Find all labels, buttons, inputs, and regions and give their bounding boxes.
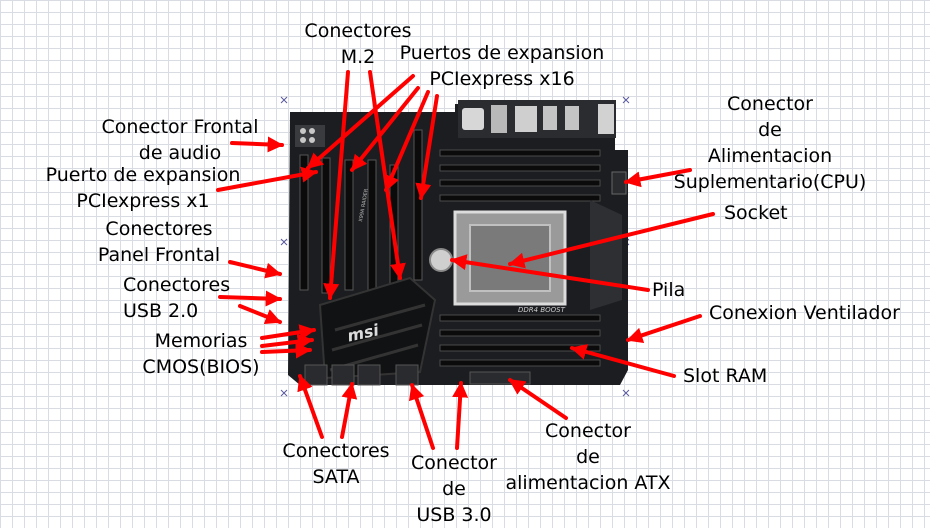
label-m2-line2: M.2 [340, 46, 376, 68]
label-cpu-power-line2: de [758, 119, 782, 141]
label-atx-line2: de [576, 446, 600, 468]
label-ram-line1: Slot RAM [683, 365, 768, 387]
label-usb3: Conector de USB 3.0 [400, 450, 508, 528]
label-pcie1-line2: PCIexpress x1 [76, 190, 210, 212]
arrow-sata-2 [340, 382, 358, 439]
label-usb3-line1: Conector [411, 452, 497, 474]
label-audio-line1: Conector Frontal [101, 116, 259, 138]
arrow-cmos-2 [260, 333, 314, 350]
arrow-cpu-power [624, 168, 692, 188]
label-pcie1-line1: Puerto de expansion [45, 164, 241, 186]
atx-power-connector [469, 371, 531, 385]
label-fan-line1: Conexion Ventilador [709, 302, 900, 324]
label-socket: Socket [724, 200, 788, 226]
arrow-pcie1 [216, 166, 318, 192]
arrow-m2-1 [323, 70, 350, 300]
label-sata-line1: Conectores [282, 440, 390, 462]
label-panel: Conectores Panel Frontal [86, 216, 232, 268]
label-cpu-power-line4: Suplementario(CPU) [673, 171, 867, 193]
arrow-panel [228, 260, 282, 279]
label-cmos-line1: Memorias [154, 330, 248, 352]
label-fan: Conexion Ventilador [709, 300, 900, 326]
arrow-usb2-1 [218, 290, 282, 307]
label-pcie16-line2: PCIexpress x16 [429, 68, 575, 90]
cmos-battery [429, 248, 453, 272]
arrow-cmos-1 [260, 324, 316, 341]
label-usb3-line2: de [442, 478, 466, 500]
label-cpu-power-line3: Alimentacion [707, 145, 833, 167]
label-pila-line1: Pila [652, 279, 686, 301]
pcie-slot [299, 154, 309, 291]
label-pcie16: Puertos de expansion PCIexpress x16 [386, 40, 618, 92]
arrow-ram [570, 344, 676, 378]
sata-connectors [304, 364, 419, 386]
pcie-slot [413, 129, 423, 281]
label-ram: Slot RAM [683, 363, 767, 389]
label-m2: Conectores M.2 [292, 18, 424, 70]
label-atx: Conector de alimentacion ATX [490, 418, 686, 496]
arrow-atx [508, 378, 568, 420]
pcie-slot [344, 159, 354, 291]
label-usb3-line3: USB 3.0 [416, 504, 492, 526]
arrow-socket [508, 212, 715, 269]
arrow-audio [230, 136, 284, 153]
ram-slots [439, 149, 601, 367]
motherboard-image: msi X99A RAIDER DDR4 BOOST [288, 100, 628, 386]
arrow-usb3-2 [452, 381, 469, 450]
label-cmos: Memorias CMOS(BIOS) [130, 328, 272, 380]
label-pila: Pila [652, 277, 685, 303]
cpu-power-connector [611, 171, 627, 195]
arrow-pila [450, 254, 650, 292]
pcie-slot [321, 157, 331, 294]
label-cpu-power: Conector de Alimentacion Suplementario(C… [660, 91, 880, 195]
board-ram-text: DDR4 BOOST [518, 306, 566, 314]
label-pcie1: Puerto de expansion PCIexpress x1 [30, 162, 256, 214]
label-panel-line1: Conectores [105, 218, 213, 240]
label-cmos-line2: CMOS(BIOS) [142, 356, 260, 378]
label-sata: Conectores SATA [270, 438, 402, 490]
arrow-pcie16-3 [384, 90, 430, 192]
arrows [216, 70, 715, 450]
label-usb2: Conectores USB 2.0 [123, 272, 230, 324]
label-socket-line1: Socket [724, 202, 788, 224]
label-panel-line2: Panel Frontal [97, 244, 221, 266]
label-usb2-line2: USB 2.0 [123, 300, 199, 322]
arrow-sata-1 [297, 374, 324, 439]
label-audio-line2: de audio [138, 142, 222, 164]
arrow-usb3-1 [408, 383, 435, 450]
pcie-slot [367, 159, 377, 291]
arrow-pcie16-2 [350, 86, 420, 172]
selection-handles [280, 96, 630, 397]
label-audio: Conector Frontal de audio [90, 114, 270, 166]
label-atx-line1: Conector [545, 420, 631, 442]
arrow-fan [626, 314, 702, 344]
label-atx-line3: alimentacion ATX [505, 472, 671, 494]
arrow-cmos-3 [260, 342, 312, 359]
label-usb2-line1: Conectores [123, 274, 231, 296]
label-m2-line1: Conectores [304, 20, 412, 42]
label-cpu-power-line1: Conector [727, 93, 813, 115]
arrow-pcie16-4 [415, 94, 439, 200]
arrow-pcie16-1 [306, 74, 415, 170]
arrow-usb2-2 [238, 304, 282, 325]
board-model-text: X99A RAIDER [358, 188, 370, 222]
label-pcie16-line1: Puertos de expansion [399, 42, 605, 64]
label-sata-line2: SATA [312, 466, 360, 488]
